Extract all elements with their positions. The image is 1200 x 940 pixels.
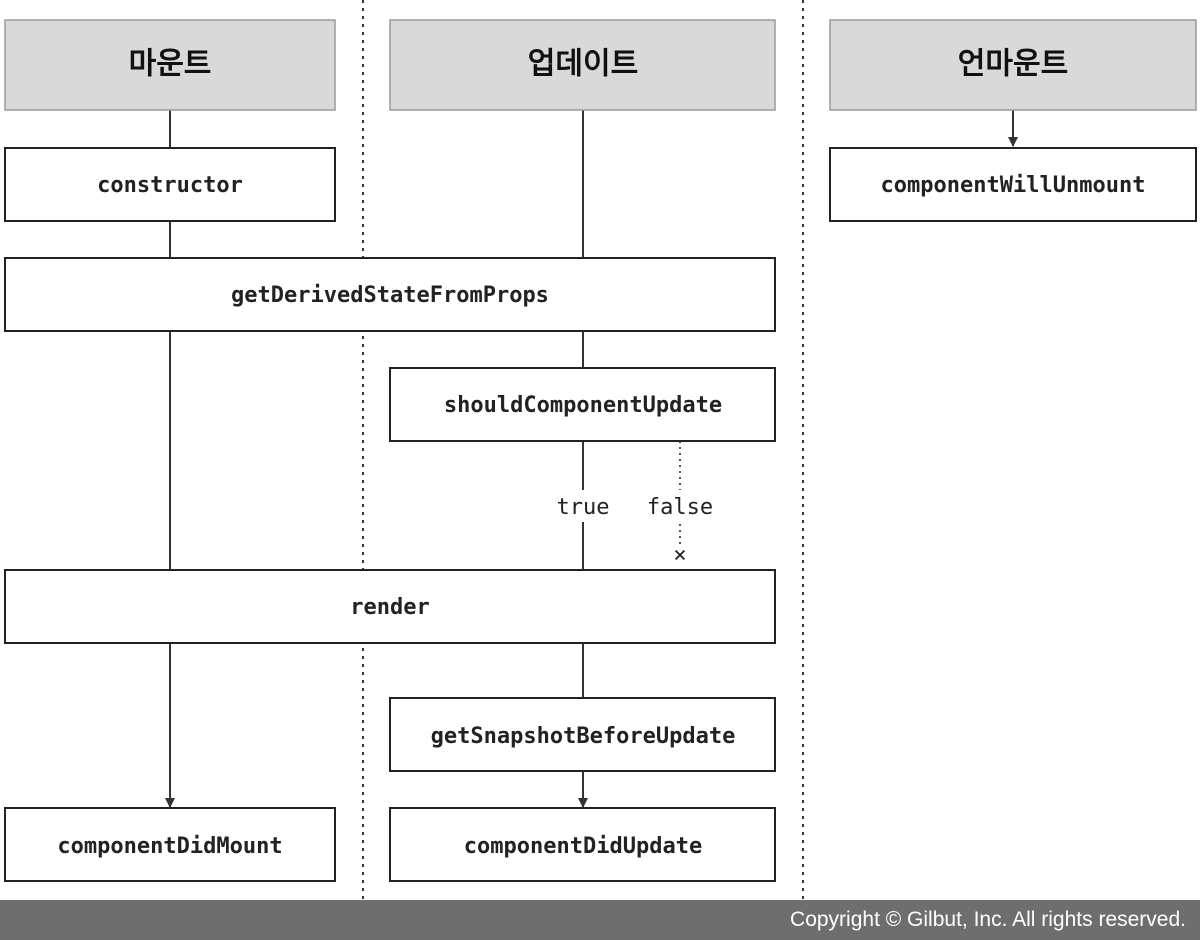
constructor-label: constructor bbox=[97, 173, 243, 198]
copyright-footer: Copyright © Gilbut, Inc. All rights rese… bbox=[0, 900, 1200, 940]
phase-header-unmount: 언마운트 bbox=[829, 19, 1197, 111]
component-did-update-box: componentDidUpdate bbox=[389, 807, 776, 882]
cancel-mark-icon: × bbox=[673, 543, 686, 568]
constructor-box: constructor bbox=[4, 147, 336, 222]
should-component-update-label: shouldComponentUpdate bbox=[444, 393, 722, 418]
copyright-text: Copyright © Gilbut, Inc. All rights rese… bbox=[790, 908, 1186, 931]
lifecycle-diagram: 마운트 업데이트 언마운트 constructor getDerivedStat… bbox=[4, 0, 1197, 900]
phase-label-unmount: 언마운트 bbox=[958, 47, 1068, 82]
component-will-unmount-label: componentWillUnmount bbox=[881, 173, 1146, 198]
component-did-update-label: componentDidUpdate bbox=[464, 834, 702, 859]
branch-label-false: false bbox=[647, 495, 713, 520]
phase-label-update: 업데이트 bbox=[528, 47, 638, 82]
component-will-unmount-box: componentWillUnmount bbox=[829, 147, 1197, 222]
branch-label-true: true bbox=[557, 495, 610, 520]
phase-header-update: 업데이트 bbox=[389, 19, 776, 111]
phase-header-mount: 마운트 bbox=[4, 19, 336, 111]
phase-label-mount: 마운트 bbox=[129, 47, 212, 82]
render-box: render bbox=[4, 569, 776, 644]
get-snapshot-before-update-box: getSnapshotBeforeUpdate bbox=[389, 697, 776, 772]
get-derived-state-from-props-label: getDerivedStateFromProps bbox=[231, 283, 549, 308]
render-label: render bbox=[350, 595, 429, 620]
should-component-update-box: shouldComponentUpdate bbox=[389, 367, 776, 442]
get-snapshot-before-update-label: getSnapshotBeforeUpdate bbox=[431, 724, 736, 749]
component-did-mount-label: componentDidMount bbox=[57, 834, 282, 859]
component-did-mount-box: componentDidMount bbox=[4, 807, 336, 882]
get-derived-state-from-props-box: getDerivedStateFromProps bbox=[4, 257, 776, 332]
